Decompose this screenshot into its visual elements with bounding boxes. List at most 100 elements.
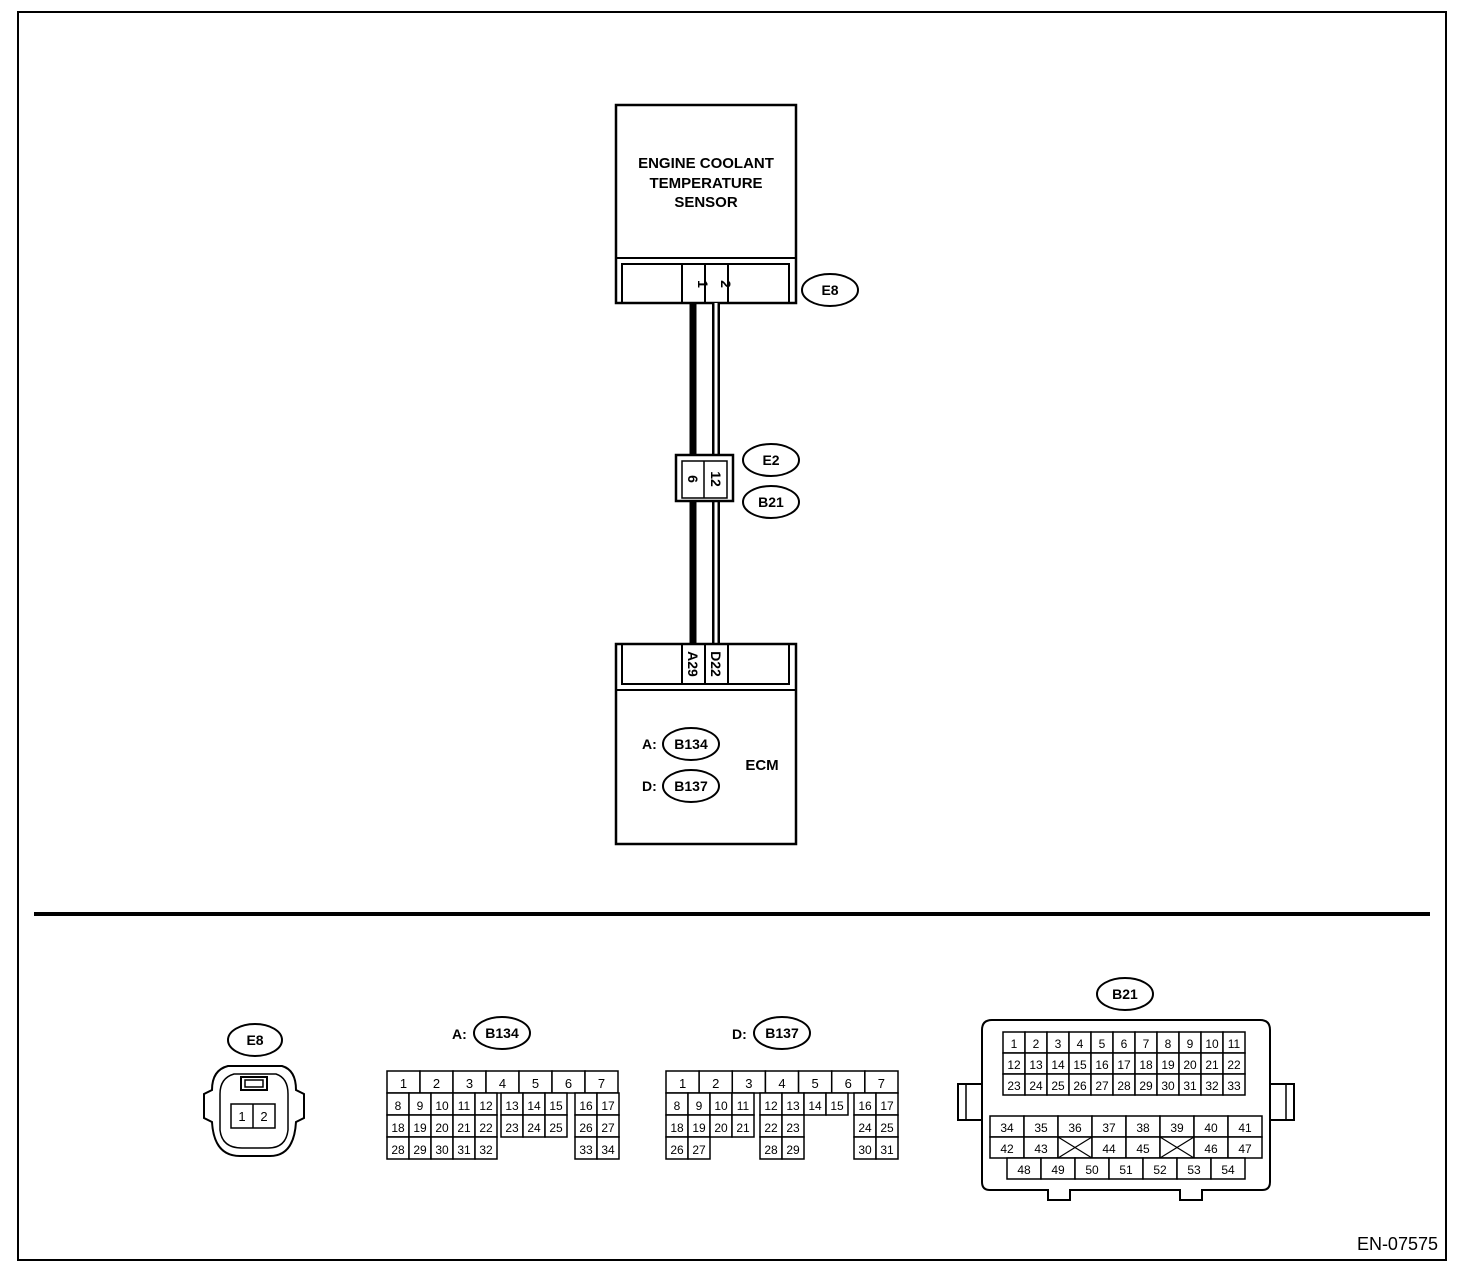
ecm-ref-a-prefix: A: (642, 736, 657, 752)
joint-connector-badge-bottom (742, 485, 800, 519)
b137-pin-19-label: 19 (692, 1121, 706, 1135)
e8-view-pin-2: 2 (260, 1109, 267, 1124)
joint-connector-label-top: E2 (762, 452, 779, 468)
b21-pin-50-label: 50 (1085, 1163, 1099, 1177)
b134-pin-34-label: 34 (601, 1143, 615, 1157)
b134-pin-32-label: 32 (479, 1143, 493, 1157)
b21-pin-8-label: 8 (1165, 1037, 1172, 1051)
b137-view-connector: B137 (765, 1025, 799, 1041)
b21-pin-13-label: 13 (1029, 1058, 1043, 1072)
b21-right-latch (1270, 1083, 1295, 1121)
b134-pin-19-label: 19 (413, 1121, 427, 1135)
coolant-temperature-sensor: ENGINE COOLANT TEMPERATURE SENSOR 1 2 E8 (614, 103, 859, 307)
b134-pin-7-label: 7 (598, 1076, 605, 1091)
b21-pin-15-label: 15 (1073, 1058, 1087, 1072)
b21-pin-11-label: 11 (1228, 1037, 1241, 1051)
b21-pin-38-label: 38 (1136, 1121, 1150, 1135)
sensor-pin-1: 1 (695, 280, 711, 288)
b21-pin-47-label: 47 (1238, 1142, 1252, 1156)
ecm-block: A29 D22 A: B134 D: B137 ECM (614, 642, 798, 846)
sensor-connector-label: E8 (821, 282, 838, 298)
b137-pin-23-label: 23 (786, 1121, 800, 1135)
b21-pin-29-label: 29 (1139, 1079, 1153, 1093)
b21-pin-25-label: 25 (1051, 1079, 1065, 1093)
b137-pin-30-label: 30 (858, 1143, 872, 1157)
b134-pin-4-label: 4 (499, 1076, 506, 1091)
b21-pin-42-label: 42 (1000, 1142, 1014, 1156)
b134-pin-6-label: 6 (565, 1076, 572, 1091)
b134-pin-20-label: 20 (435, 1121, 449, 1135)
b137-pin-9-label: 9 (696, 1099, 703, 1113)
b137-view-prefix: D: (732, 1026, 747, 1042)
joint-connector: 6 12 E2 B21 (674, 443, 800, 519)
b134-pin-25-label: 25 (549, 1121, 563, 1135)
b137-pin-21 (731, 1114, 755, 1138)
b21-pin-33-label: 33 (1227, 1079, 1241, 1093)
b21-pin-44-label: 44 (1102, 1142, 1116, 1156)
b21-pin-51-label: 51 (1119, 1163, 1133, 1177)
b21-view-badge (1096, 977, 1154, 1011)
b21-pin-3-label: 3 (1055, 1037, 1062, 1051)
b21-pin-20-label: 20 (1183, 1058, 1197, 1072)
b134-pin-11-label: 11 (458, 1099, 471, 1113)
b134-pin-22-label: 22 (479, 1121, 493, 1135)
b21-pin-6-label: 6 (1121, 1037, 1128, 1051)
b134-pin-1-label: 1 (400, 1076, 407, 1091)
b137-pin-22-label: 22 (764, 1121, 778, 1135)
b134-pin-14-label: 14 (527, 1099, 541, 1113)
b21-pin-24-label: 24 (1029, 1079, 1043, 1093)
b21-pin-46-label: 46 (1204, 1142, 1218, 1156)
e8-view-pin-1: 1 (238, 1109, 245, 1124)
b21-pin-35-label: 35 (1034, 1121, 1048, 1135)
b134-pin-13-label: 13 (505, 1099, 519, 1113)
b134-pin-18-label: 18 (391, 1121, 405, 1135)
b21-pin-52-label: 52 (1153, 1163, 1167, 1177)
connector-view-e8: E8 1 2 (203, 1023, 305, 1157)
b134-pin-16-label: 16 (579, 1099, 593, 1113)
b21-pin-32-label: 32 (1205, 1079, 1219, 1093)
b134-pin-31-label: 31 (457, 1143, 471, 1157)
joint-connector-label-bottom: B21 (758, 494, 784, 510)
b137-pin-15-label: 15 (830, 1099, 844, 1113)
b134-pin-27-label: 27 (601, 1121, 615, 1135)
b137-pin-24-label: 24 (858, 1121, 872, 1135)
b21-pin-40-label: 40 (1204, 1121, 1218, 1135)
ecm-label: ECM (745, 757, 778, 774)
sensor-connector-badge (801, 273, 859, 307)
b21-pin-27-label: 27 (1095, 1079, 1109, 1093)
b21-pin-36-label: 36 (1068, 1121, 1082, 1135)
b21-pin-53-label: 53 (1187, 1163, 1201, 1177)
b137-pin-31-label: 31 (880, 1143, 894, 1157)
b21-pin-54 (1210, 1157, 1246, 1180)
b21-pin-31-label: 31 (1183, 1079, 1197, 1093)
b134-pin-29-label: 29 (413, 1143, 427, 1157)
b137-pin-21-label: 21 (736, 1121, 750, 1135)
b134-pin-5-label: 5 (532, 1076, 539, 1091)
b137-pin-31 (875, 1136, 899, 1160)
ecm-ref-d-badge (662, 769, 720, 803)
b134-view-prefix: A: (452, 1026, 467, 1042)
b134-pin-26-label: 26 (579, 1121, 593, 1135)
b21-pin-43-label: 43 (1034, 1142, 1048, 1156)
b21-pin-48-label: 48 (1017, 1163, 1031, 1177)
b137-pin-20-label: 20 (714, 1121, 728, 1135)
b21-pin-12-label: 12 (1007, 1058, 1021, 1072)
b21-pin-54-label: 54 (1221, 1163, 1235, 1177)
b21-pin-45-label: 45 (1136, 1142, 1150, 1156)
b134-pin-34 (596, 1136, 620, 1160)
ecm-ref-d-prefix: D: (642, 778, 657, 794)
b134-pin-24-label: 24 (527, 1121, 541, 1135)
b137-pin-16-label: 16 (858, 1099, 872, 1113)
sensor-label-line-1: ENGINE COOLANT (638, 155, 774, 172)
ecm-ref-a-badge (662, 727, 720, 761)
b134-pin-30-label: 30 (435, 1143, 449, 1157)
diagram-id: EN-07575 (1356, 1234, 1438, 1254)
e8-housing (203, 1065, 305, 1157)
b137-pin-4-label: 4 (778, 1076, 785, 1091)
ecm-ref-a-connector: B134 (674, 736, 708, 752)
joint-pin-12: 12 (708, 471, 724, 487)
